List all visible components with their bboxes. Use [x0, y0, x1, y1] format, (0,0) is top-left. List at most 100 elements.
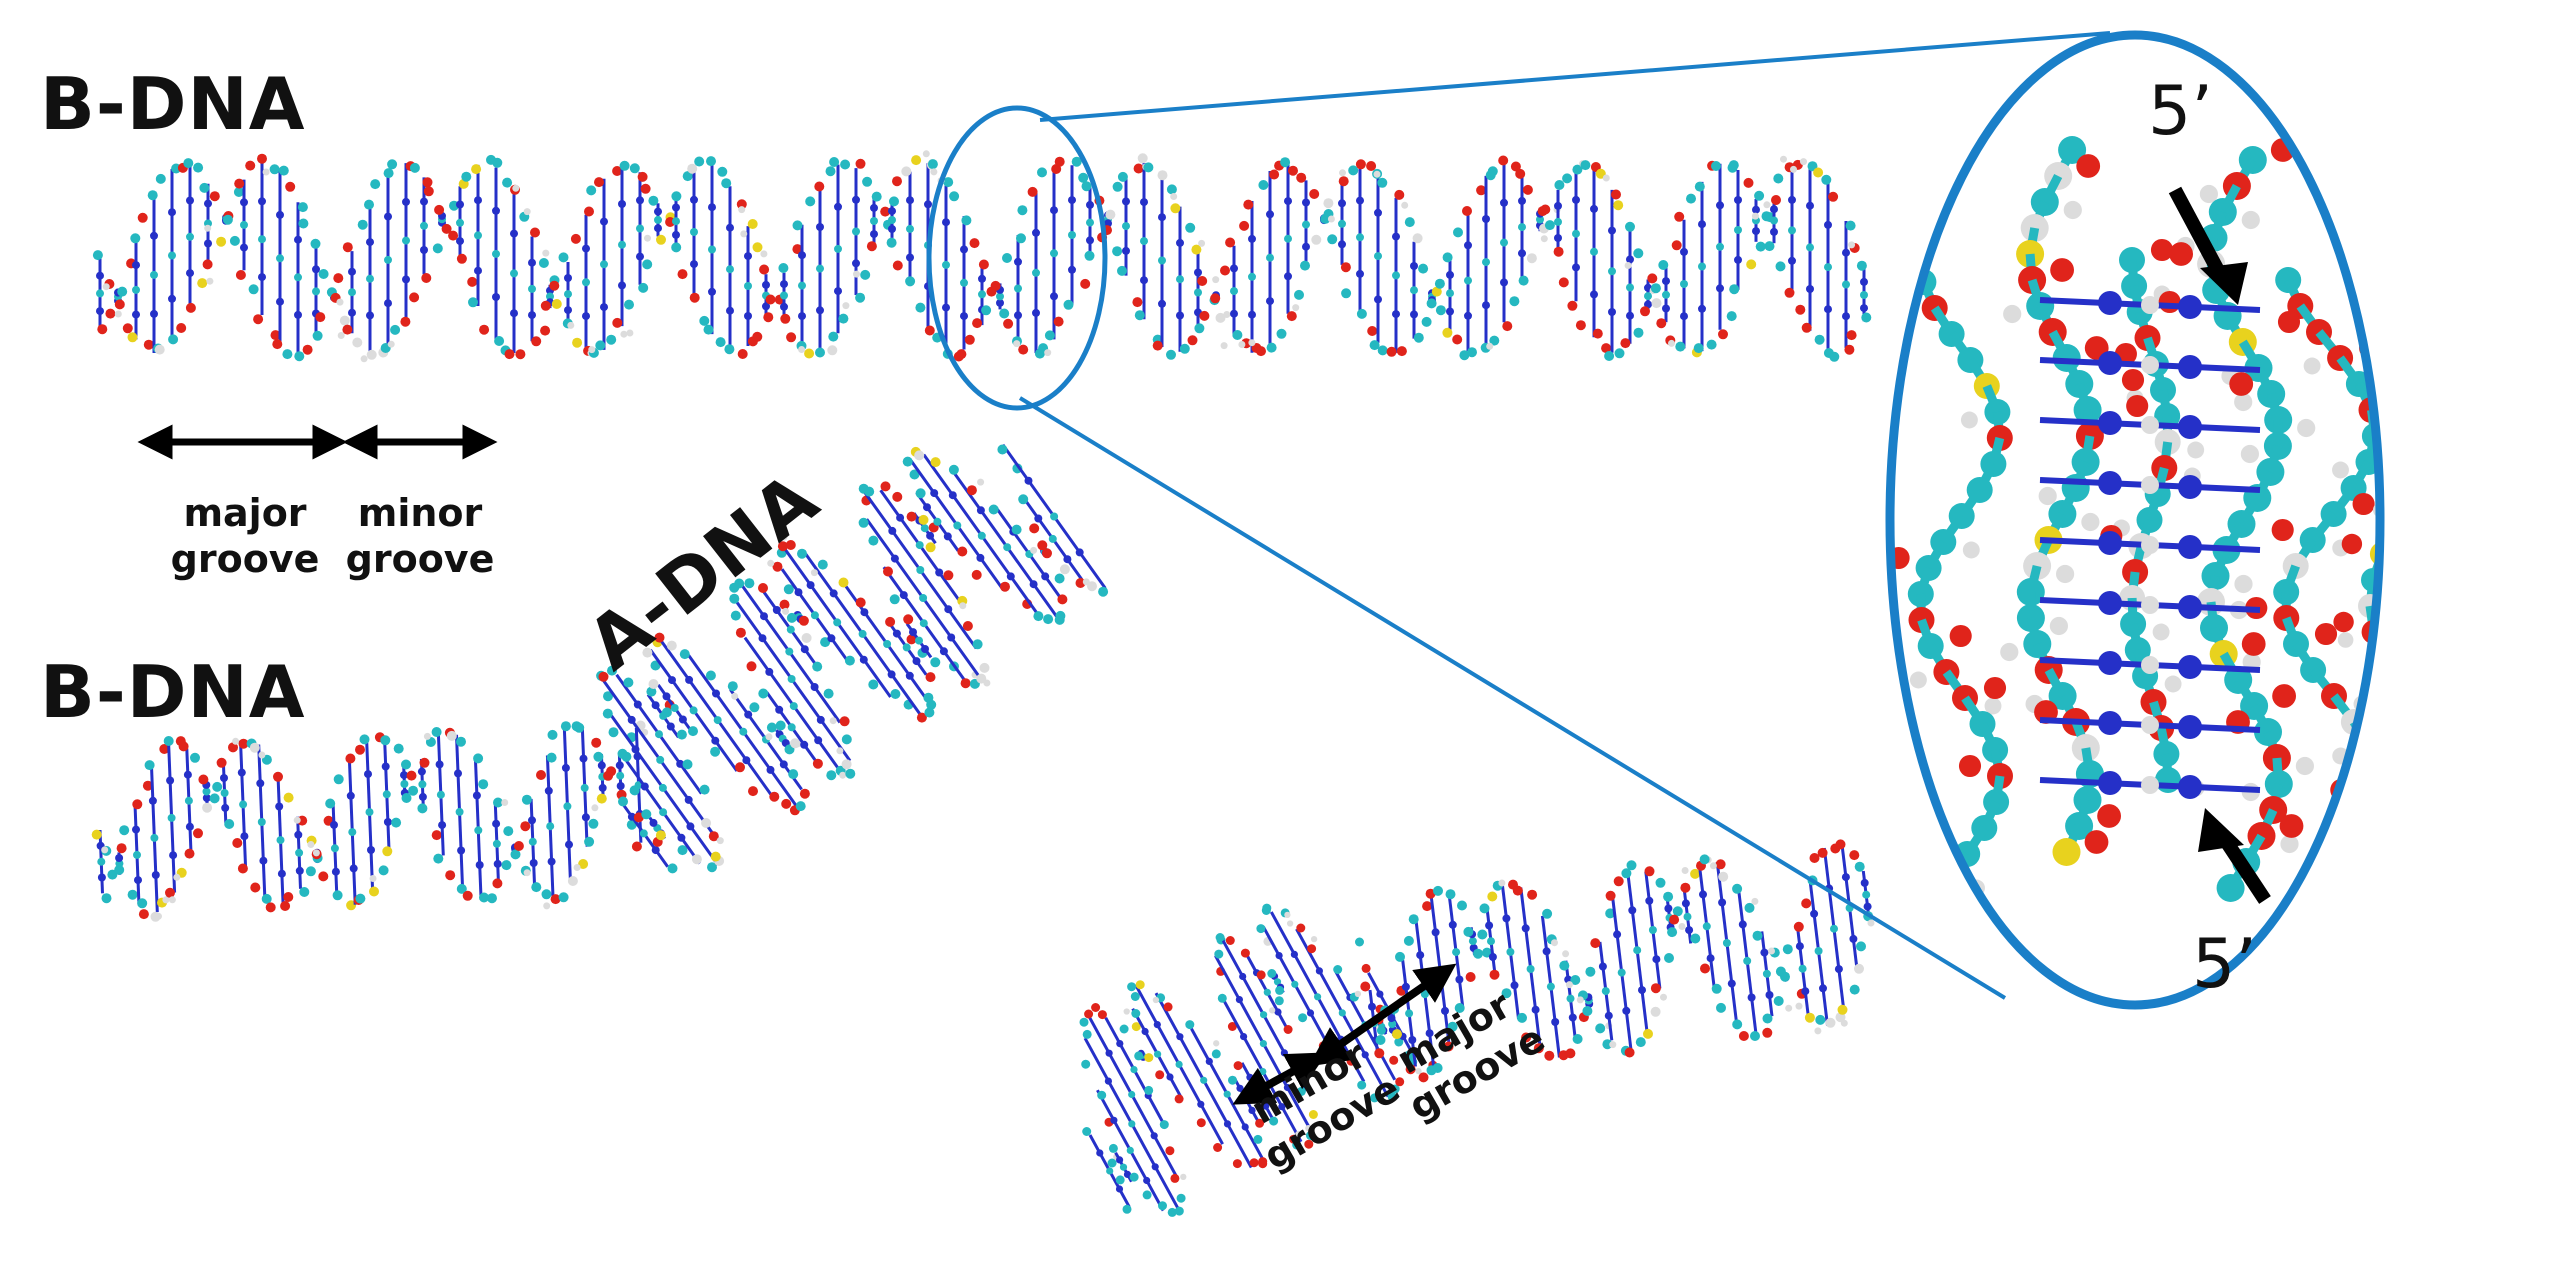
- base-atom: [1455, 976, 1463, 984]
- major-groove-word-1: major: [150, 490, 340, 536]
- base-atom: [827, 634, 835, 642]
- backbone-atom: [531, 336, 541, 346]
- backbone-atom: [355, 745, 365, 755]
- base-atom: [888, 225, 896, 233]
- base-atom: [888, 216, 896, 224]
- base-atom: [1120, 1164, 1127, 1171]
- backbone-atom: [1580, 160, 1590, 170]
- base-atom: [493, 840, 501, 848]
- backbone-atom: [1082, 1127, 1091, 1136]
- base-atom: [1464, 312, 1472, 320]
- backbone-atom: [961, 215, 971, 225]
- backbone-atom: [434, 205, 444, 215]
- base-atom: [726, 307, 734, 315]
- base-atom: [690, 706, 698, 714]
- base-atom: [870, 230, 878, 238]
- base-atom: [600, 218, 608, 226]
- backbone-atom: [840, 160, 850, 170]
- hydrogen-atom: [337, 299, 344, 306]
- backbone-atom: [711, 852, 721, 862]
- base-atom: [1806, 285, 1814, 293]
- backbone-atom: [758, 689, 768, 699]
- backbone-atom: [423, 177, 433, 187]
- backbone-atom: [1060, 564, 1070, 574]
- base-atom: [1392, 233, 1400, 241]
- base-atom: [1410, 310, 1418, 318]
- base-atom: [1718, 899, 1726, 907]
- base-atom: [437, 791, 445, 799]
- hydrogen-atom: [1355, 991, 1361, 997]
- base-atom: [564, 274, 572, 282]
- zoom-bond: [2400, 346, 2414, 372]
- backbone-atom: [1016, 233, 1026, 243]
- backbone-atom: [230, 236, 240, 246]
- backbone-atom: [117, 287, 127, 297]
- base-atom: [636, 225, 644, 233]
- hydrogen-atom: [1180, 1174, 1186, 1180]
- backbone-atom: [991, 281, 1001, 291]
- zoom-atom: [2416, 438, 2440, 462]
- base-atom: [294, 831, 302, 839]
- backbone-atom: [1651, 283, 1661, 293]
- base-atom: [221, 804, 229, 812]
- base-atom: [152, 871, 160, 879]
- zoom-atom: [2410, 724, 2434, 748]
- backbone-atom: [552, 299, 562, 309]
- base-atom: [1506, 948, 1514, 956]
- backbone-atom: [1033, 611, 1043, 621]
- backbone-atom: [731, 611, 741, 621]
- hydrogen-atom: [524, 208, 531, 215]
- backbone-atom: [358, 220, 368, 230]
- backbone-atom: [1585, 967, 1595, 977]
- backbone-atom: [1267, 343, 1277, 353]
- base-atom: [617, 782, 625, 790]
- backbone-atom: [1018, 494, 1028, 504]
- base-atom: [1752, 206, 1760, 214]
- hydrogen-atom: [1248, 339, 1255, 346]
- base-atom: [1206, 1058, 1213, 1065]
- backbone-atom: [1267, 969, 1276, 978]
- base-atom: [204, 240, 212, 248]
- base-atom: [893, 630, 901, 638]
- base-atom: [811, 683, 819, 691]
- base-atom: [1338, 199, 1346, 207]
- backbone-atom: [781, 799, 791, 809]
- base-atom: [1716, 201, 1724, 209]
- base-atom: [1356, 233, 1364, 241]
- base-atom: [1014, 311, 1022, 319]
- backbone-atom: [294, 351, 304, 361]
- base-atom: [1572, 196, 1580, 204]
- backbone-atom: [390, 325, 400, 335]
- base-atom: [278, 870, 286, 878]
- backbone-atom: [345, 754, 355, 764]
- base-atom: [1128, 1120, 1135, 1127]
- backbone-atom: [829, 157, 839, 167]
- zoom-bond: [2421, 450, 2429, 476]
- base-atom: [1788, 196, 1796, 204]
- backbone-atom: [1625, 222, 1635, 232]
- hydrogen-atom: [294, 817, 301, 824]
- backbone-atom: [890, 594, 900, 604]
- base-atom: [1446, 271, 1454, 279]
- base-atom: [275, 803, 283, 811]
- backbone-atom: [840, 716, 850, 726]
- zoom-oxygen: [2229, 372, 2253, 396]
- backbone-atom: [514, 841, 524, 851]
- backbone-atom: [325, 799, 335, 809]
- backbone-atom: [1233, 1159, 1242, 1168]
- base-atom: [494, 860, 502, 868]
- hydrogen-atom: [1609, 1041, 1616, 1048]
- backbone-atom: [313, 331, 323, 341]
- base-atom: [132, 826, 140, 834]
- backbone-atom: [285, 182, 295, 192]
- base-atom: [798, 251, 806, 259]
- backbone-atom: [1298, 1013, 1307, 1022]
- backbone-atom: [842, 759, 852, 769]
- backbone-atom: [198, 775, 208, 785]
- backbone-atom: [1732, 884, 1742, 894]
- backbone-atom: [280, 901, 290, 911]
- hydrogen-atom: [782, 608, 789, 615]
- base-atom: [1739, 920, 1747, 928]
- base-atom: [1176, 239, 1184, 247]
